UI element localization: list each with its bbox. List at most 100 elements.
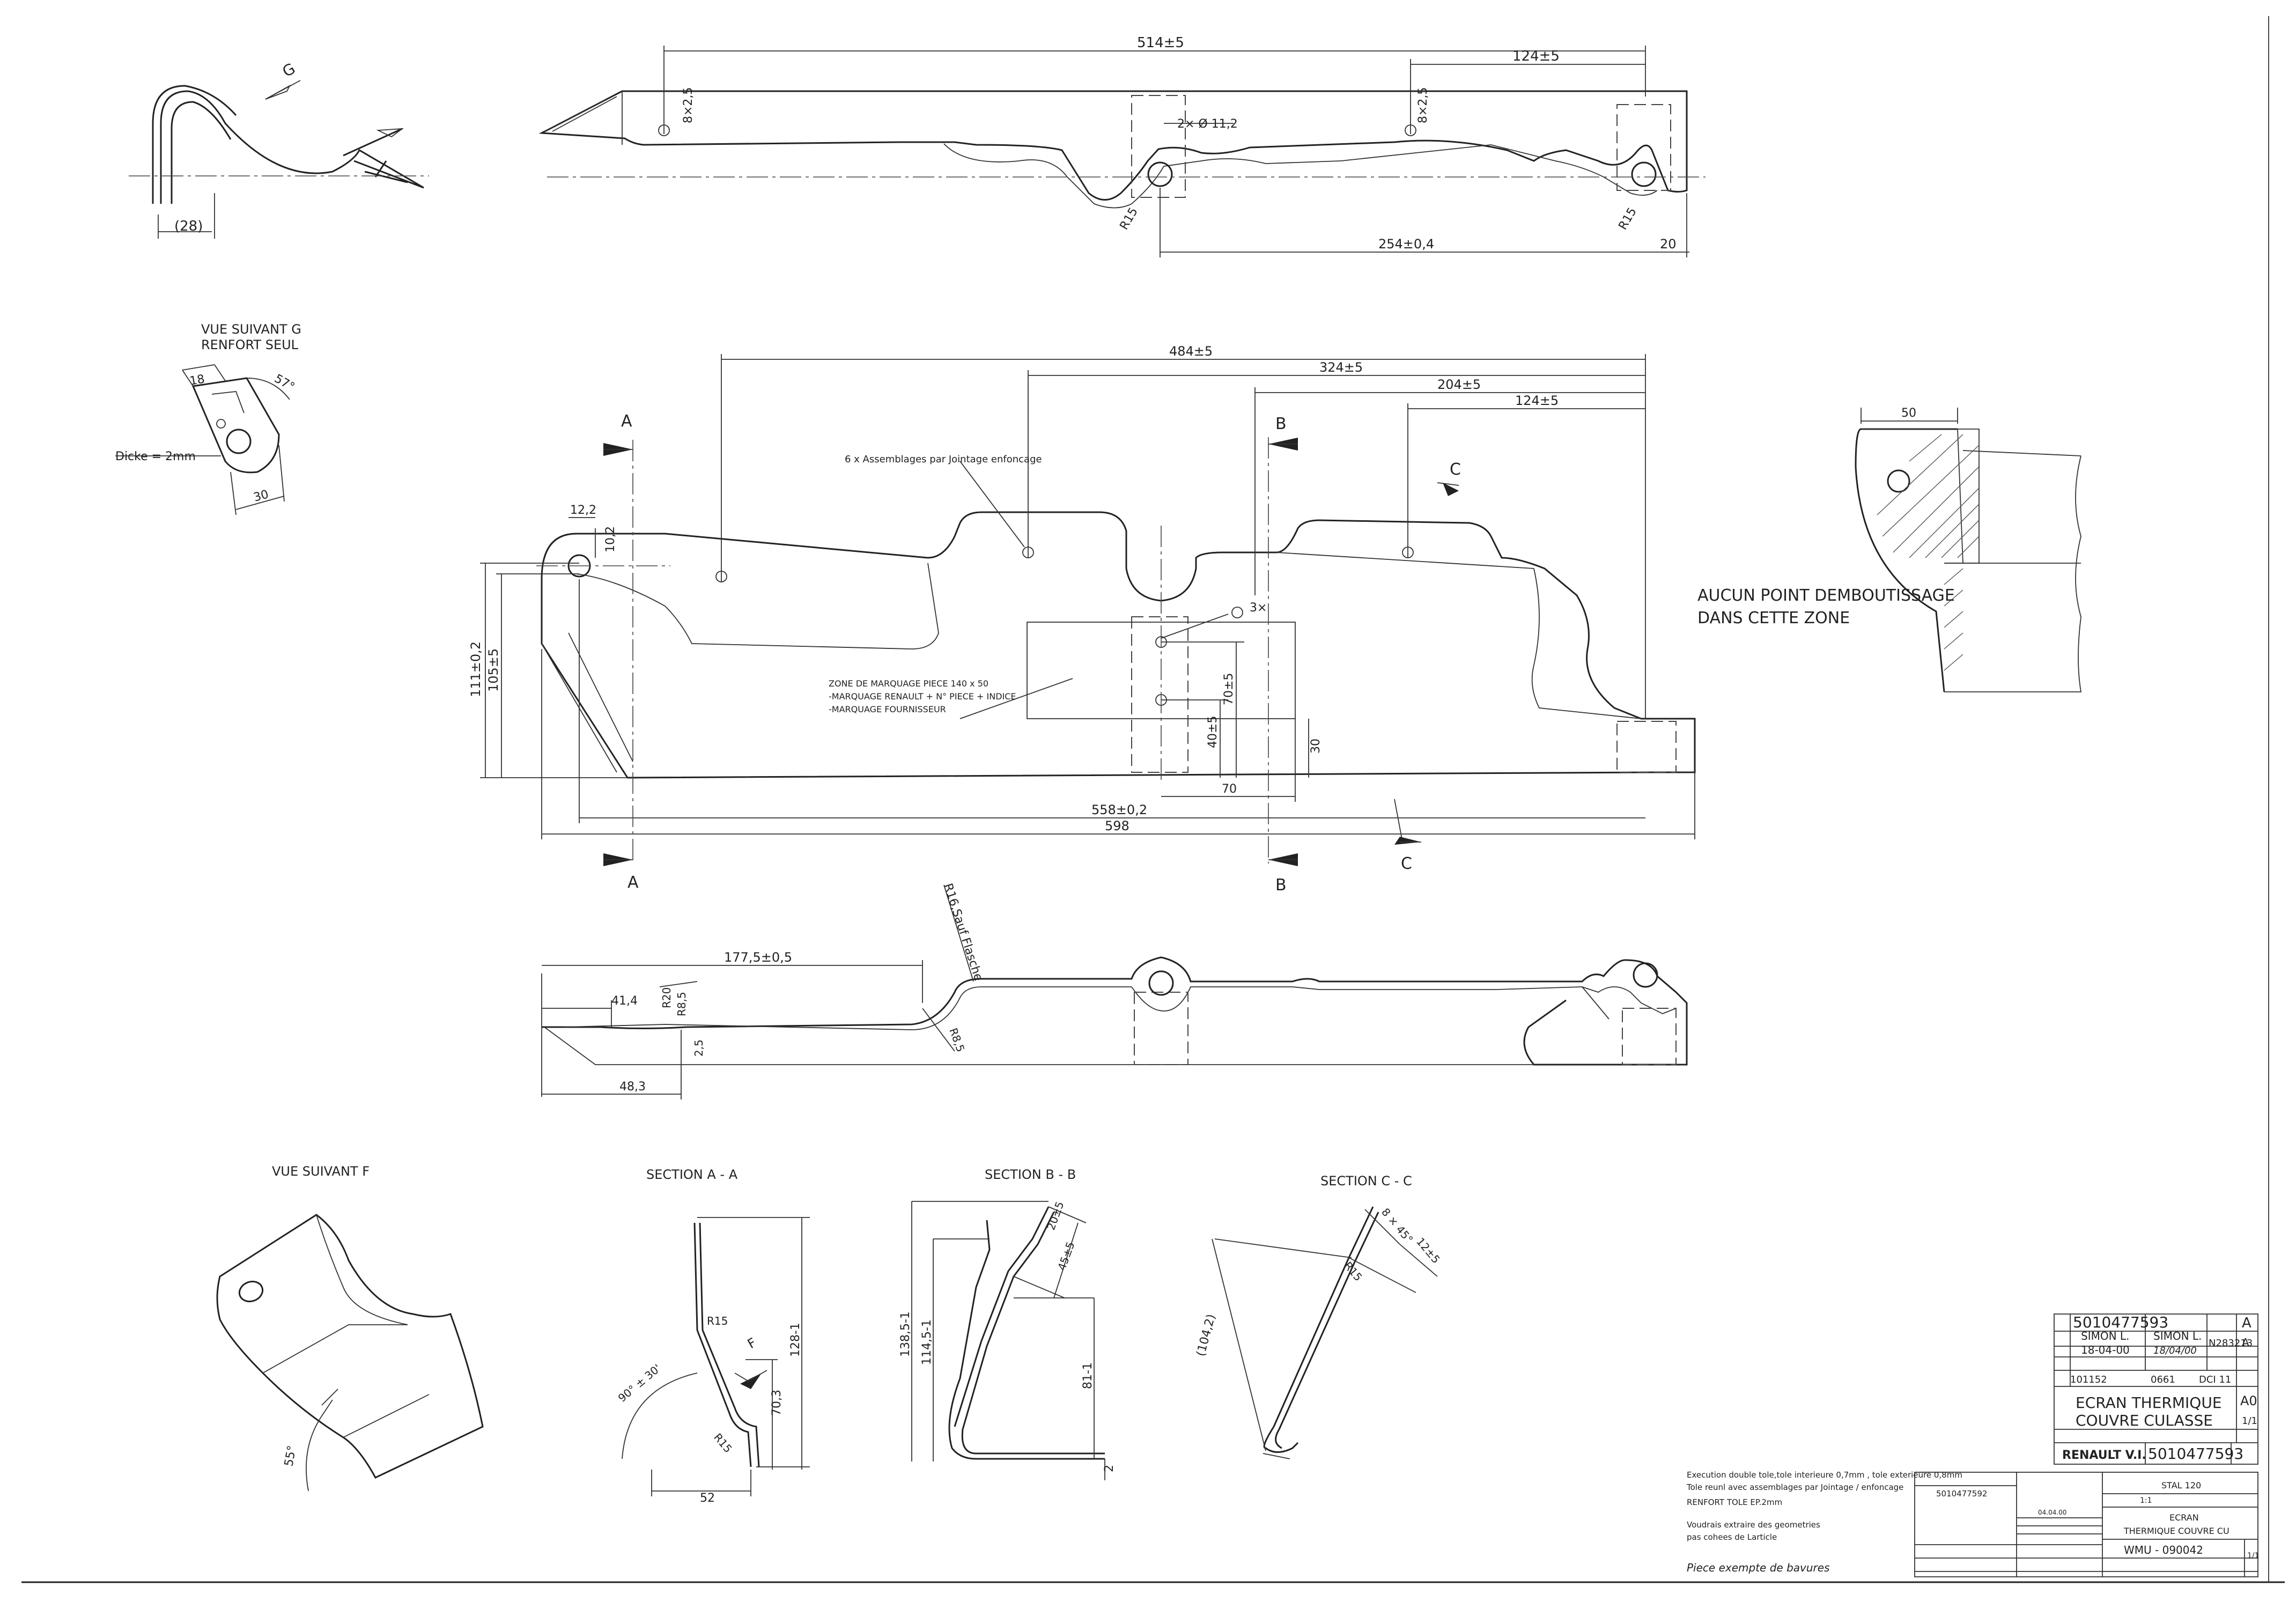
dim-57deg: 57° bbox=[272, 372, 297, 394]
dim-bb-20: 20±5 bbox=[1044, 1200, 1066, 1232]
vue-f-title: VUE SUIVANT F bbox=[272, 1164, 370, 1179]
dim-r16-sauf: R16,Sauf Flasche bbox=[941, 882, 985, 983]
lower-elevation-view bbox=[541, 884, 1688, 1099]
dim-111: 111±0,2 bbox=[468, 641, 483, 697]
dim-r8-5-b: R8,5 bbox=[947, 1027, 967, 1054]
dim-48-3: 48,3 bbox=[619, 1080, 646, 1094]
tb-modif: N283213 bbox=[2209, 1338, 2253, 1349]
dim-r20: R20 bbox=[660, 987, 673, 1008]
sb-massstab: 1:1 bbox=[2140, 1496, 2152, 1505]
dim-12-2: 12,2 bbox=[570, 504, 596, 517]
dim-aa-f: F bbox=[745, 1335, 759, 1352]
dim-bb-138: 138,5-1 bbox=[899, 1311, 912, 1357]
dim-105: 105±5 bbox=[486, 648, 501, 692]
dim-598: 598 bbox=[1105, 818, 1129, 833]
dim-324: 324±5 bbox=[1319, 360, 1363, 375]
section-aa-title: SECTION A - A bbox=[646, 1167, 738, 1182]
tb-format: A0 bbox=[2240, 1393, 2257, 1408]
dim-254: 254±0,4 bbox=[1378, 237, 1434, 252]
tb-date1: 18-04-00 bbox=[2081, 1344, 2130, 1356]
dim-50: 50 bbox=[1901, 407, 1916, 420]
vue-g-subtitle: RENFORT SEUL bbox=[201, 337, 299, 352]
vue-f-view bbox=[216, 1214, 484, 1492]
section-aa-view bbox=[622, 1217, 810, 1496]
aucun-line1: AUCUN POINT DEMBOUTISSAGE bbox=[1697, 586, 1955, 605]
section-cc-title: SECTION C - C bbox=[1320, 1173, 1412, 1189]
dim-70-vert: 70±5 bbox=[1222, 673, 1236, 705]
note-line-6: pas cohees de Larticle bbox=[1687, 1532, 1777, 1542]
dim-r8-5-a: R8,5 bbox=[675, 992, 688, 1016]
dim-20: 20 bbox=[1660, 237, 1677, 252]
dim-bb-81: 81-1 bbox=[1081, 1362, 1095, 1389]
dim-40: 40±5 bbox=[1206, 716, 1220, 748]
tb-company: RENAULT V.I. bbox=[2062, 1449, 2146, 1462]
dim-55deg: 55° bbox=[282, 1444, 299, 1467]
dim-124-top: 124±5 bbox=[1512, 48, 1560, 64]
title-block-renault bbox=[2054, 1313, 2258, 1465]
vue-g-title: VUE SUIVANT G bbox=[201, 322, 301, 337]
note-handwritten: Piece exempte de bavures bbox=[1687, 1561, 1829, 1574]
dim-cc-12: 12±5 bbox=[1414, 1235, 1443, 1266]
no-stamping-detail bbox=[1855, 408, 2082, 692]
dim-8x25-right: 8×2,5 bbox=[1416, 87, 1430, 123]
zone-marquage-line3: -MARQUAGE FOURNISSEUR bbox=[829, 704, 946, 714]
sb-benennung-2: THERMIQUE COUVRE CU bbox=[2123, 1526, 2229, 1536]
dim-aa-128: 128-1 bbox=[789, 1323, 802, 1357]
sb-werkstoff: STAL 120 bbox=[2161, 1480, 2201, 1490]
section-cc-view bbox=[1212, 1206, 1438, 1459]
sb-date: 04.04.00 bbox=[2038, 1509, 2066, 1516]
dim-177-5: 177,5±0,5 bbox=[724, 950, 792, 965]
section-c-top: C bbox=[1450, 460, 1461, 479]
tb-designation-1: ECRAN THERMIQUE bbox=[2076, 1394, 2222, 1412]
assemblages-note: 6 x Assemblages par Jointage enfoncage bbox=[845, 454, 1042, 465]
main-plan-view bbox=[480, 354, 1696, 866]
title-block-supplier bbox=[1914, 1472, 2258, 1577]
dicke-label: Dicke = 2mm bbox=[115, 450, 196, 463]
tb-modif-ind: A bbox=[2242, 1336, 2249, 1349]
dim-514: 514±5 bbox=[1137, 35, 1184, 51]
tb-ref-bottom: 5010477593 bbox=[2148, 1445, 2243, 1463]
tb-planche: 1/1 bbox=[2242, 1415, 2257, 1427]
dim-aa-52: 52 bbox=[700, 1492, 715, 1505]
note-line-3: RENFORT TOLE EP.2mm bbox=[1687, 1497, 1782, 1507]
dim-cc-r15: R15 bbox=[1341, 1259, 1365, 1284]
aucun-line2: DANS CETTE ZONE bbox=[1697, 609, 1850, 628]
dim-bb-114: 114,5-1 bbox=[920, 1319, 934, 1365]
tb-row3-c: DCI 11 bbox=[2199, 1374, 2231, 1385]
dim-10-2: 10,2 bbox=[604, 526, 617, 552]
section-a-bottom: A bbox=[627, 873, 639, 892]
tb-row3-b: 0661 bbox=[2151, 1374, 2175, 1385]
section-a-top: A bbox=[621, 412, 632, 431]
tb-row3-a: 101152 bbox=[2070, 1374, 2107, 1385]
dim-2x-diam: 2× Ø 11,2 bbox=[1177, 117, 1238, 131]
dim-cc-104: (104,2) bbox=[1194, 1313, 1219, 1358]
dim-3x: 3× bbox=[1250, 601, 1267, 615]
section-b-top: B bbox=[1275, 415, 1287, 433]
dim-aa-r15-a: R15 bbox=[707, 1315, 728, 1327]
dim-28: (28) bbox=[174, 218, 203, 234]
zone-marquage-line2: -MARQUAGE RENAULT + N° PIECE + INDICE bbox=[829, 691, 1016, 702]
zone-marquage-line1: ZONE DE MARQUAGE PIECE 140 x 50 bbox=[829, 678, 988, 689]
tb-nom2: SIMON L. bbox=[2153, 1330, 2202, 1342]
note-line-2: Tole reunl avec assemblages par Jointage… bbox=[1686, 1482, 1903, 1492]
tb-indice: A bbox=[2242, 1315, 2251, 1331]
dim-aa-r15-b: R15 bbox=[711, 1431, 735, 1456]
dim-aa-70-3: 70,3 bbox=[770, 1390, 784, 1416]
note-line-5: Voudrais extraire des geometries bbox=[1687, 1520, 1820, 1530]
tb-date2: 18/04/00 bbox=[2153, 1345, 2197, 1356]
dim-r15-right: R15 bbox=[1616, 205, 1640, 232]
dim-484: 484±5 bbox=[1169, 344, 1213, 359]
sb-benennung-1: ECRAN bbox=[2169, 1512, 2199, 1523]
dim-41-4: 41,4 bbox=[611, 994, 638, 1008]
dim-bb-2: 2 bbox=[1103, 1465, 1116, 1472]
section-c-bottom: C bbox=[1401, 854, 1412, 873]
dim-558: 558±0,2 bbox=[1091, 802, 1147, 817]
dim-30-g: 30 bbox=[252, 488, 270, 504]
dim-30-main: 30 bbox=[1309, 739, 1323, 754]
dim-g-label: G bbox=[279, 60, 298, 80]
tb-nom1: SIMON L. bbox=[2081, 1330, 2129, 1342]
dim-2-5: 2,5 bbox=[692, 1039, 705, 1057]
dim-70-horiz: 70 bbox=[1222, 783, 1237, 796]
dim-aa-90deg: 90° ± 30' bbox=[616, 1362, 663, 1405]
